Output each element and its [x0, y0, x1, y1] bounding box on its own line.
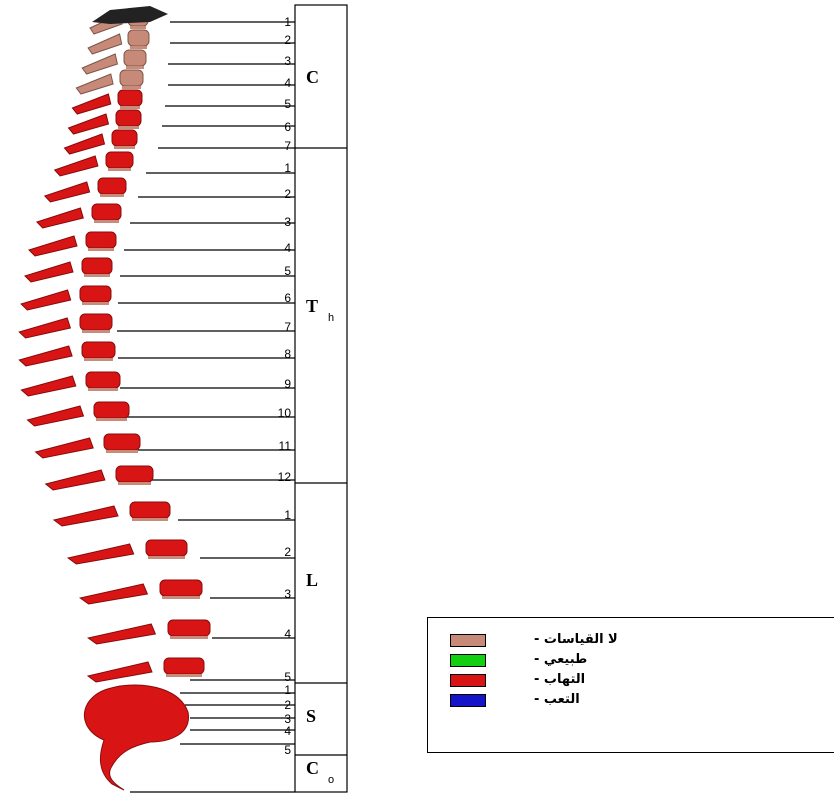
vertebra-number: 4: [284, 724, 291, 738]
vertebra-number: 1: [284, 161, 291, 175]
vertebra: [25, 258, 112, 282]
vertebra-number: 2: [284, 698, 291, 712]
spine-illustration: [19, 6, 210, 790]
segment-label-thoracic: T: [306, 296, 318, 316]
vertebra-number: 9: [284, 377, 291, 391]
legend-swatch: [450, 634, 486, 647]
vertebra: [21, 286, 111, 310]
vertebra: [28, 402, 130, 426]
legend-item-inflammation: التهاب -: [450, 670, 486, 690]
legend: لا القياسات - طبيعي - التهاب - التعب -: [427, 617, 834, 753]
vertebra: [45, 178, 126, 202]
vertebra-number: 7: [284, 139, 291, 153]
vertebra-number: 12: [278, 470, 292, 484]
vertebra-number: 6: [284, 120, 291, 134]
vertebra: [80, 580, 202, 604]
segment-label-lumbar: L: [306, 570, 318, 590]
legend-label: التعب -: [534, 690, 580, 710]
vertebra: [37, 204, 121, 228]
vertebra: [36, 434, 140, 458]
legend-swatch: [450, 674, 486, 687]
vertebra: [68, 540, 187, 564]
vertebra: [55, 152, 133, 176]
vertebra-number: 10: [278, 406, 292, 420]
legend-item-no-measurement: لا القياسات -: [450, 630, 486, 650]
vertebra-number: 8: [284, 347, 291, 361]
segment-label-coccyx: C: [306, 758, 319, 778]
vertebra-number: 1: [284, 683, 291, 697]
vertebra-number: 5: [284, 264, 291, 278]
vertebra-number: 3: [284, 587, 291, 601]
legend-label: لا القياسات -: [534, 630, 618, 650]
legend-item-fatigue: التعب -: [450, 690, 486, 710]
segment-chart-frame: [295, 5, 347, 792]
vertebra-number: 4: [284, 76, 291, 90]
vertebra-number: 7: [284, 320, 291, 334]
vertebra-number: 6: [284, 291, 291, 305]
skull-base: [92, 6, 168, 24]
vertebra-number: 2: [284, 187, 291, 201]
vertebra-number: 5: [284, 670, 291, 684]
segment-label-sacral: S: [306, 706, 316, 726]
vertebra-number: 3: [284, 215, 291, 229]
legend-label: التهاب -: [534, 670, 585, 690]
vertebra-number: 4: [284, 241, 291, 255]
vertebra-number: 1: [284, 15, 291, 29]
vertebra-number: 3: [284, 54, 291, 68]
vertebra: [46, 466, 153, 490]
vertebra: [88, 658, 204, 682]
vertebra-number: 11: [279, 439, 292, 453]
segment-sublabel-thoracic: h: [328, 312, 334, 324]
vertebra: [54, 502, 170, 526]
vertebra-guide-lines: [117, 22, 295, 792]
segment-chart: C ThL S Co: [295, 5, 347, 792]
vertebra: [29, 232, 116, 256]
vertebra-number: 4: [284, 627, 291, 641]
vertebra-number: 2: [284, 545, 291, 559]
vertebra-number: 1: [284, 508, 291, 522]
vertebra-number: 5: [284, 743, 291, 757]
sacrum-coccyx: [84, 685, 188, 790]
legend-swatch: [450, 654, 486, 667]
vertebra: [19, 314, 112, 338]
vertebra-number: 2: [284, 33, 291, 47]
segment-label-cervical: C: [306, 67, 319, 87]
legend-label: طبيعي -: [534, 650, 587, 670]
vertebra: [21, 372, 120, 396]
vertebra: [19, 342, 115, 366]
vertebra-number: 5: [284, 97, 291, 111]
segment-sublabel-coccyx: o: [328, 774, 334, 786]
legend-item-normal: طبيعي -: [450, 650, 486, 670]
vertebra: [88, 620, 210, 644]
legend-swatch: [450, 694, 486, 707]
